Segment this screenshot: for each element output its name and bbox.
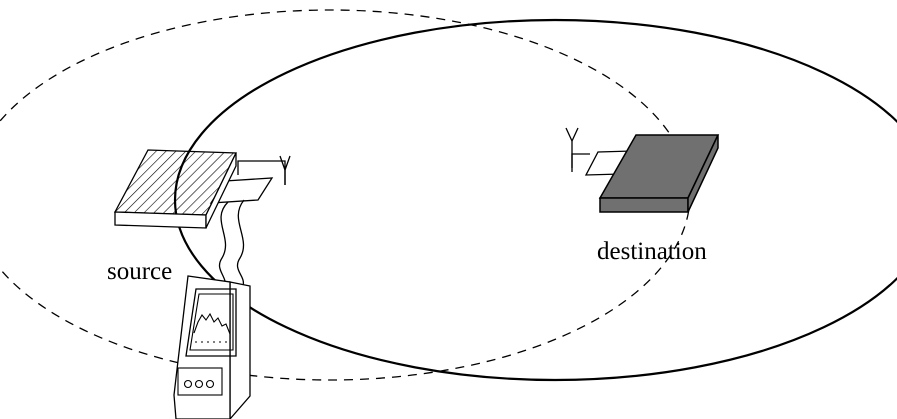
- antenna-icon: [279, 155, 291, 171]
- source-range-circle: [0, 9, 691, 381]
- destination-range-circle: [174, 18, 897, 382]
- destination-radio-icon: [565, 127, 720, 213]
- antenna-icon: [565, 127, 579, 142]
- destination-label: destination: [597, 238, 707, 265]
- source-label: source: [107, 258, 172, 285]
- handheld-analyzer-icon: [173, 275, 251, 419]
- source-radio-icon: [113, 149, 291, 289]
